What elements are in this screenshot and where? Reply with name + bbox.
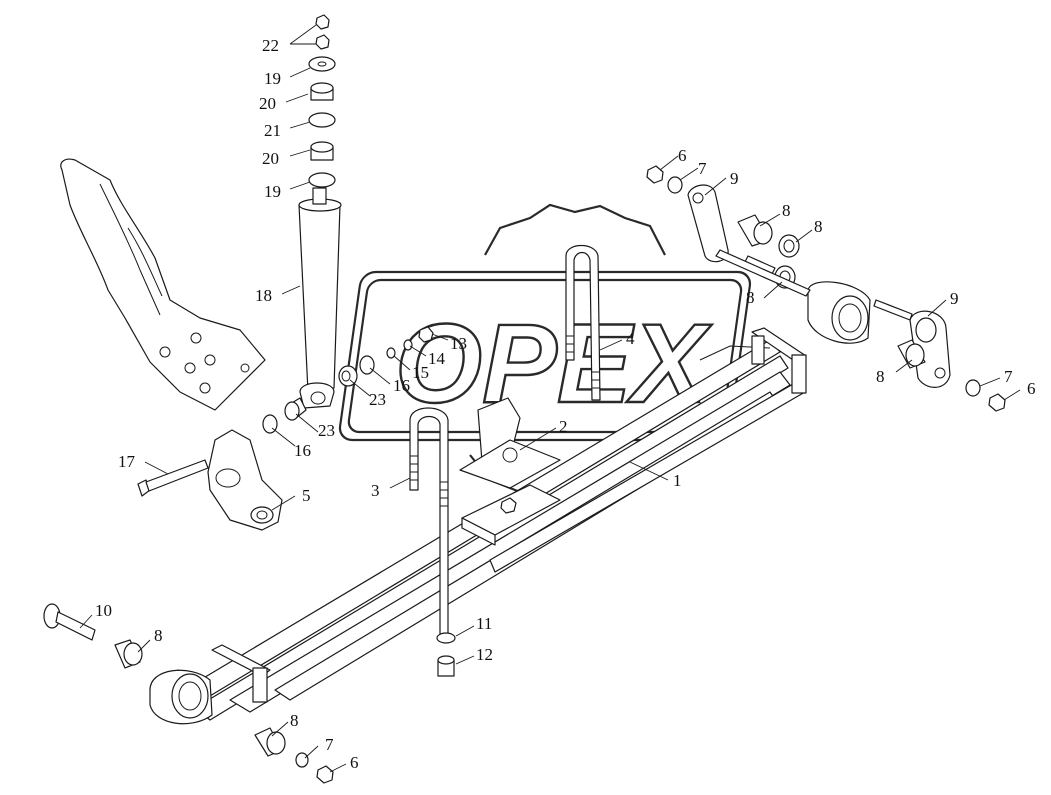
label-20: 20: [262, 149, 279, 168]
label-11: 11: [476, 614, 492, 633]
label-2: 2: [559, 417, 568, 436]
washer-14: [403, 339, 413, 351]
label-8: 8: [814, 217, 823, 236]
label-13: 13: [450, 334, 467, 353]
label-14: 14: [428, 349, 446, 368]
label-23: 23: [318, 421, 335, 440]
nut-6-rear-top: [646, 165, 664, 184]
shock-mount-stack: [308, 14, 336, 188]
label-6: 6: [350, 753, 359, 772]
label-17: 17: [118, 452, 136, 471]
bushing-8-front-bottom: [254, 727, 286, 757]
bushing-23-lower: [284, 397, 307, 421]
label-1: 1: [673, 471, 682, 490]
label-6: 6: [1027, 379, 1036, 398]
washer-7-rear: [965, 379, 981, 397]
shackle-pin-long: [715, 249, 913, 321]
label-12: 12: [476, 645, 493, 664]
washer-15: [386, 347, 396, 359]
washer-7-rear-top: [667, 176, 683, 194]
axle-seat: [459, 397, 561, 489]
nut-12: [437, 655, 455, 677]
spring-eye-rear: [807, 281, 871, 344]
washer-16: [262, 414, 278, 434]
label-23: 23: [369, 390, 386, 409]
shock-absorber: [298, 187, 342, 409]
bushing-8-rear-a: [737, 214, 773, 247]
nut-6-front: [316, 765, 334, 784]
nut-13: [418, 326, 434, 343]
label-15: 15: [412, 363, 429, 382]
bushing-8-rear-b: [778, 234, 800, 258]
label-19: 19: [264, 69, 281, 88]
label-9: 9: [950, 289, 959, 308]
u-bolt-4: [565, 244, 601, 401]
frame-bracket: [60, 158, 266, 411]
label-4: 4: [626, 329, 635, 348]
label-8: 8: [290, 711, 299, 730]
bolt-17: [137, 459, 209, 497]
label-8: 8: [154, 626, 163, 645]
spring-clamp-front: [211, 644, 271, 703]
label-5: 5: [302, 486, 311, 505]
label-7: 7: [1004, 367, 1013, 386]
label-10: 10: [95, 601, 112, 620]
label-19: 19: [264, 182, 281, 201]
spring-clamp-rear: [751, 327, 807, 394]
front-hanger-bracket: [207, 429, 283, 531]
bushing-8-front-top: [114, 639, 143, 669]
washer-16-upper: [359, 355, 375, 375]
label-21: 21: [264, 121, 281, 140]
label-16: 16: [294, 441, 311, 460]
label-8: 8: [876, 367, 885, 386]
label-20: 20: [259, 94, 276, 113]
label-9: 9: [730, 169, 739, 188]
label-22: 22: [262, 36, 279, 55]
bushing-23-upper: [338, 365, 358, 387]
washer-7-front: [295, 752, 309, 768]
label-8: 8: [746, 288, 755, 307]
spring-eye-front: [149, 669, 213, 725]
spring-plate: [461, 484, 561, 546]
washer-11: [436, 632, 456, 644]
label-7: 7: [698, 159, 707, 178]
shackle-plate-bottom: [909, 310, 951, 388]
label-18: 18: [255, 286, 272, 305]
pin-10: [43, 603, 96, 641]
shackle-plate-top: [687, 184, 729, 263]
label-16: 16: [393, 376, 410, 395]
label-7: 7: [325, 735, 334, 754]
bushing-8-rear-d: [897, 339, 926, 369]
leader-lines: [79, 24, 1021, 773]
label-8: 8: [782, 201, 791, 220]
label-6: 6: [678, 146, 687, 165]
nut-6-rear: [988, 393, 1006, 412]
label-3: 3: [371, 481, 380, 500]
callout-labels: 22 19 20 21 20 19 18 13 14 15 16 23 23 1…: [95, 36, 1036, 772]
